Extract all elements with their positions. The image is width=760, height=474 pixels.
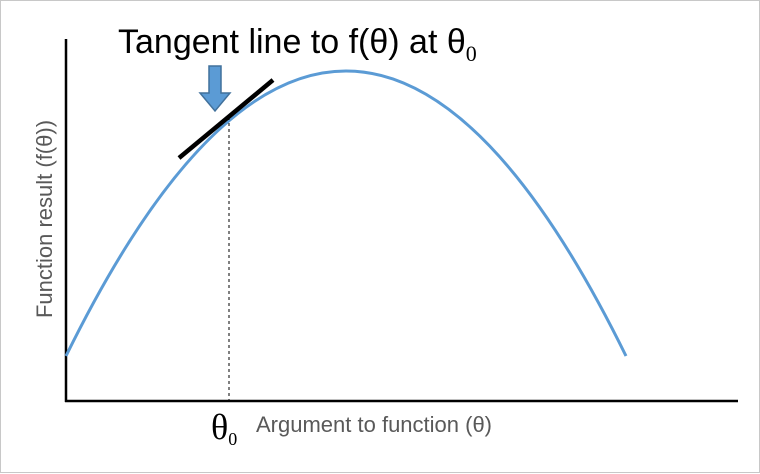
tangent-line bbox=[177, 78, 275, 160]
theta0-subscript: 0 bbox=[228, 429, 237, 449]
theta0-marker: θ0 bbox=[211, 407, 237, 449]
pointer-arrow bbox=[198, 65, 232, 113]
title-subscript: 0 bbox=[466, 41, 477, 66]
x-axis-label: Argument to function (θ) bbox=[256, 412, 492, 437]
y-axis-label: Function result (f(θ)) bbox=[32, 120, 57, 318]
theta0-symbol: θ bbox=[211, 407, 228, 447]
title-main: Tangent line to f(θ) at θ bbox=[118, 23, 466, 61]
function-curve bbox=[64, 69, 628, 357]
diagram-title: Tangent line to f(θ) at θ0 bbox=[118, 23, 477, 66]
